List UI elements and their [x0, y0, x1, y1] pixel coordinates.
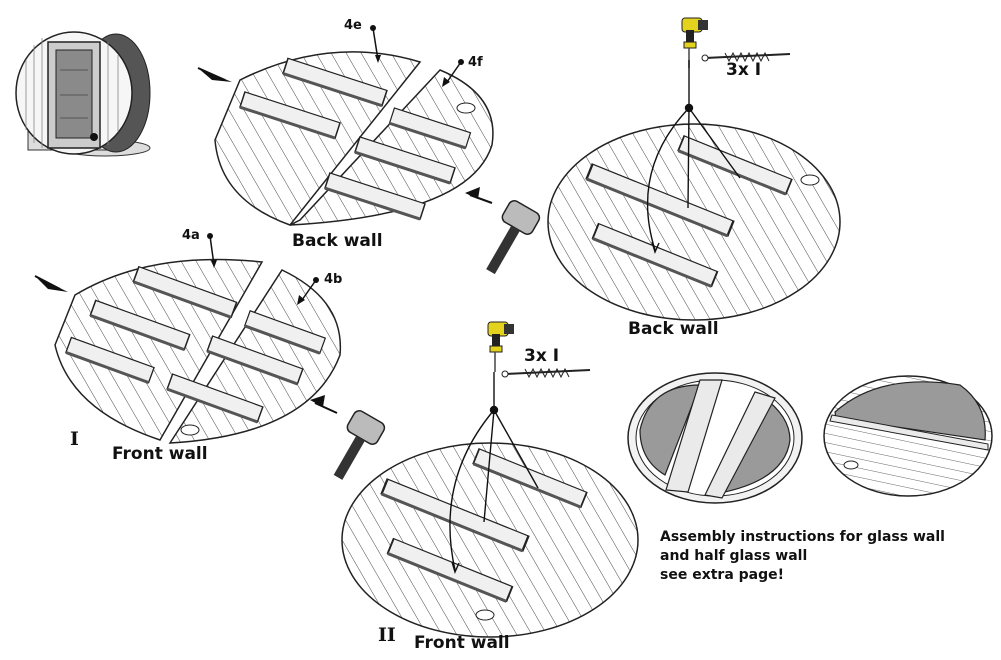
drill-guide-lines-top: [646, 60, 741, 255]
assembly-note: Assembly instructions for glass wall and…: [660, 528, 945, 585]
part-label-4f: 4f: [468, 55, 483, 70]
back-wall-label-right: Back wall: [628, 319, 719, 339]
pointer-4b: [297, 277, 319, 305]
part-label-4e: 4e: [344, 18, 362, 33]
rubber-mallet-icon: [465, 187, 541, 275]
half-glass-wall-icon: [823, 375, 993, 497]
assembly-note-line-3: see extra page!: [660, 567, 785, 583]
front-wall-label-bottom: Front wall: [414, 633, 510, 653]
pointer-4a: [207, 233, 217, 268]
part-label-4a: 4a: [182, 228, 200, 243]
arrow-icon: [197, 67, 232, 82]
front-wall-halves: [54, 258, 342, 444]
rubber-mallet-icon: [310, 395, 386, 480]
screw-icon: [501, 367, 591, 379]
pointer-4f: [442, 59, 464, 87]
cordless-drill-icon: [487, 321, 514, 372]
screw-quantity-label-top: 3x I: [726, 60, 762, 80]
step-two-label: II: [378, 624, 396, 646]
front-wall-assembled: [341, 442, 639, 638]
arrow-icon: [34, 275, 68, 292]
screw-icon: [701, 51, 791, 63]
back-wall-halves: [214, 51, 494, 226]
assembly-note-line-1: Assembly instructions for glass wall: [660, 529, 945, 545]
pointer-4e: [370, 25, 381, 63]
assembly-note-line-2: and half glass wall: [660, 548, 808, 564]
step-one-label: I: [70, 428, 79, 450]
cordless-drill-icon: [681, 17, 708, 68]
back-wall-assembled: [547, 123, 841, 321]
drill-guide-lines-bottom: [449, 372, 539, 575]
front-wall-label-left: Front wall: [112, 444, 208, 464]
barrel-sauna-icon: [15, 31, 151, 157]
back-wall-label-top: Back wall: [292, 231, 383, 251]
part-label-4b: 4b: [324, 272, 343, 287]
screw-quantity-label-bottom: 3x I: [524, 346, 560, 366]
glass-wall-icon: [627, 372, 803, 504]
